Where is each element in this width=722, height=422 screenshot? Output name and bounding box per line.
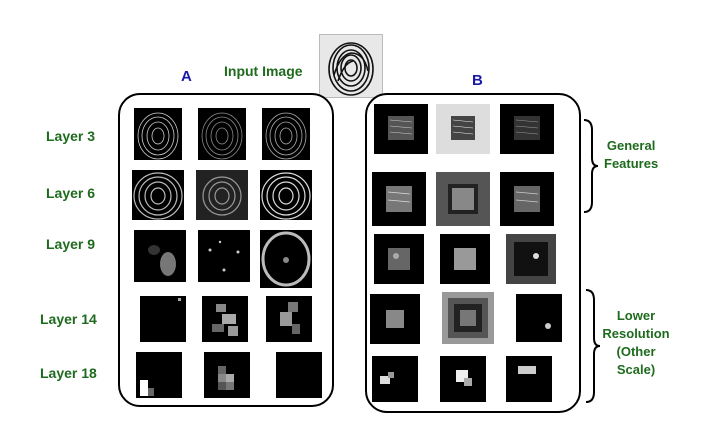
- feature-map-b-r4-2: [442, 292, 494, 344]
- feature-map-b-r2-1: [372, 172, 426, 226]
- feature-map-a-l14-3: [266, 296, 312, 342]
- feature-map-b-r2-2: [436, 172, 490, 226]
- feature-map-b-r3-3: [506, 234, 556, 284]
- feature-map-b-r1-1: [374, 104, 428, 154]
- general-line-2: Features: [604, 156, 659, 171]
- feature-map-a-l9-2: [198, 230, 250, 282]
- feature-map-a-l14-1: [140, 296, 186, 342]
- feature-map-a-l9-3: [260, 230, 312, 288]
- lower-line-3: (Other: [616, 344, 656, 359]
- feature-map-a-l18-2: [204, 352, 250, 398]
- feature-map-a-l3-1: [134, 108, 182, 160]
- lower-line-4: Scale): [616, 362, 656, 377]
- panel-b-letter: B: [472, 72, 483, 89]
- general-features-brace: [583, 119, 599, 213]
- feature-map-a-l6-3: [260, 170, 312, 220]
- layer-label-14: Layer 14: [40, 311, 97, 327]
- feature-map-a-l9-1: [134, 230, 186, 282]
- general-line-1: General: [606, 138, 656, 153]
- lower-line-1: Lower: [616, 308, 656, 323]
- feature-map-b-r5-3: [506, 356, 552, 402]
- feature-map-b-r5-1: [372, 356, 418, 402]
- feature-map-b-r4-3: [516, 294, 562, 342]
- layer-label-18: Layer 18: [40, 365, 97, 381]
- panel-a-letter: A: [181, 68, 192, 85]
- layer-label-6: Layer 6: [46, 185, 96, 201]
- layer-label-3: Layer 3: [46, 128, 96, 144]
- feature-map-b-r3-1: [374, 234, 424, 284]
- feature-map-b-r3-2: [440, 234, 490, 284]
- layer-label-9: Layer 9: [46, 236, 96, 252]
- feature-map-a-l3-3: [262, 108, 310, 160]
- feature-map-a-l18-1: [136, 352, 182, 398]
- feature-map-a-l18-3: [276, 352, 322, 398]
- feature-map-a-l6-1: [132, 170, 184, 220]
- feature-map-b-r4-1: [370, 294, 420, 344]
- feature-map-b-r1-2: [436, 104, 490, 154]
- feature-map-b-r2-3: [500, 172, 554, 226]
- feature-map-a-l3-2: [198, 108, 246, 160]
- feature-map-a-l6-2: [196, 170, 248, 220]
- general-features-label: General Features: [604, 137, 658, 173]
- lower-line-2: Resolution: [602, 326, 670, 341]
- feature-map-b-r1-3: [500, 104, 554, 154]
- feature-map-b-r5-2: [440, 356, 486, 402]
- input-image-label: Input Image: [224, 63, 303, 79]
- input-fingerprint-image: [319, 34, 383, 98]
- lower-resolution-brace: [585, 289, 601, 403]
- feature-map-a-l14-2: [202, 296, 248, 342]
- lower-resolution-label: Lower Resolution (Other Scale): [598, 307, 674, 379]
